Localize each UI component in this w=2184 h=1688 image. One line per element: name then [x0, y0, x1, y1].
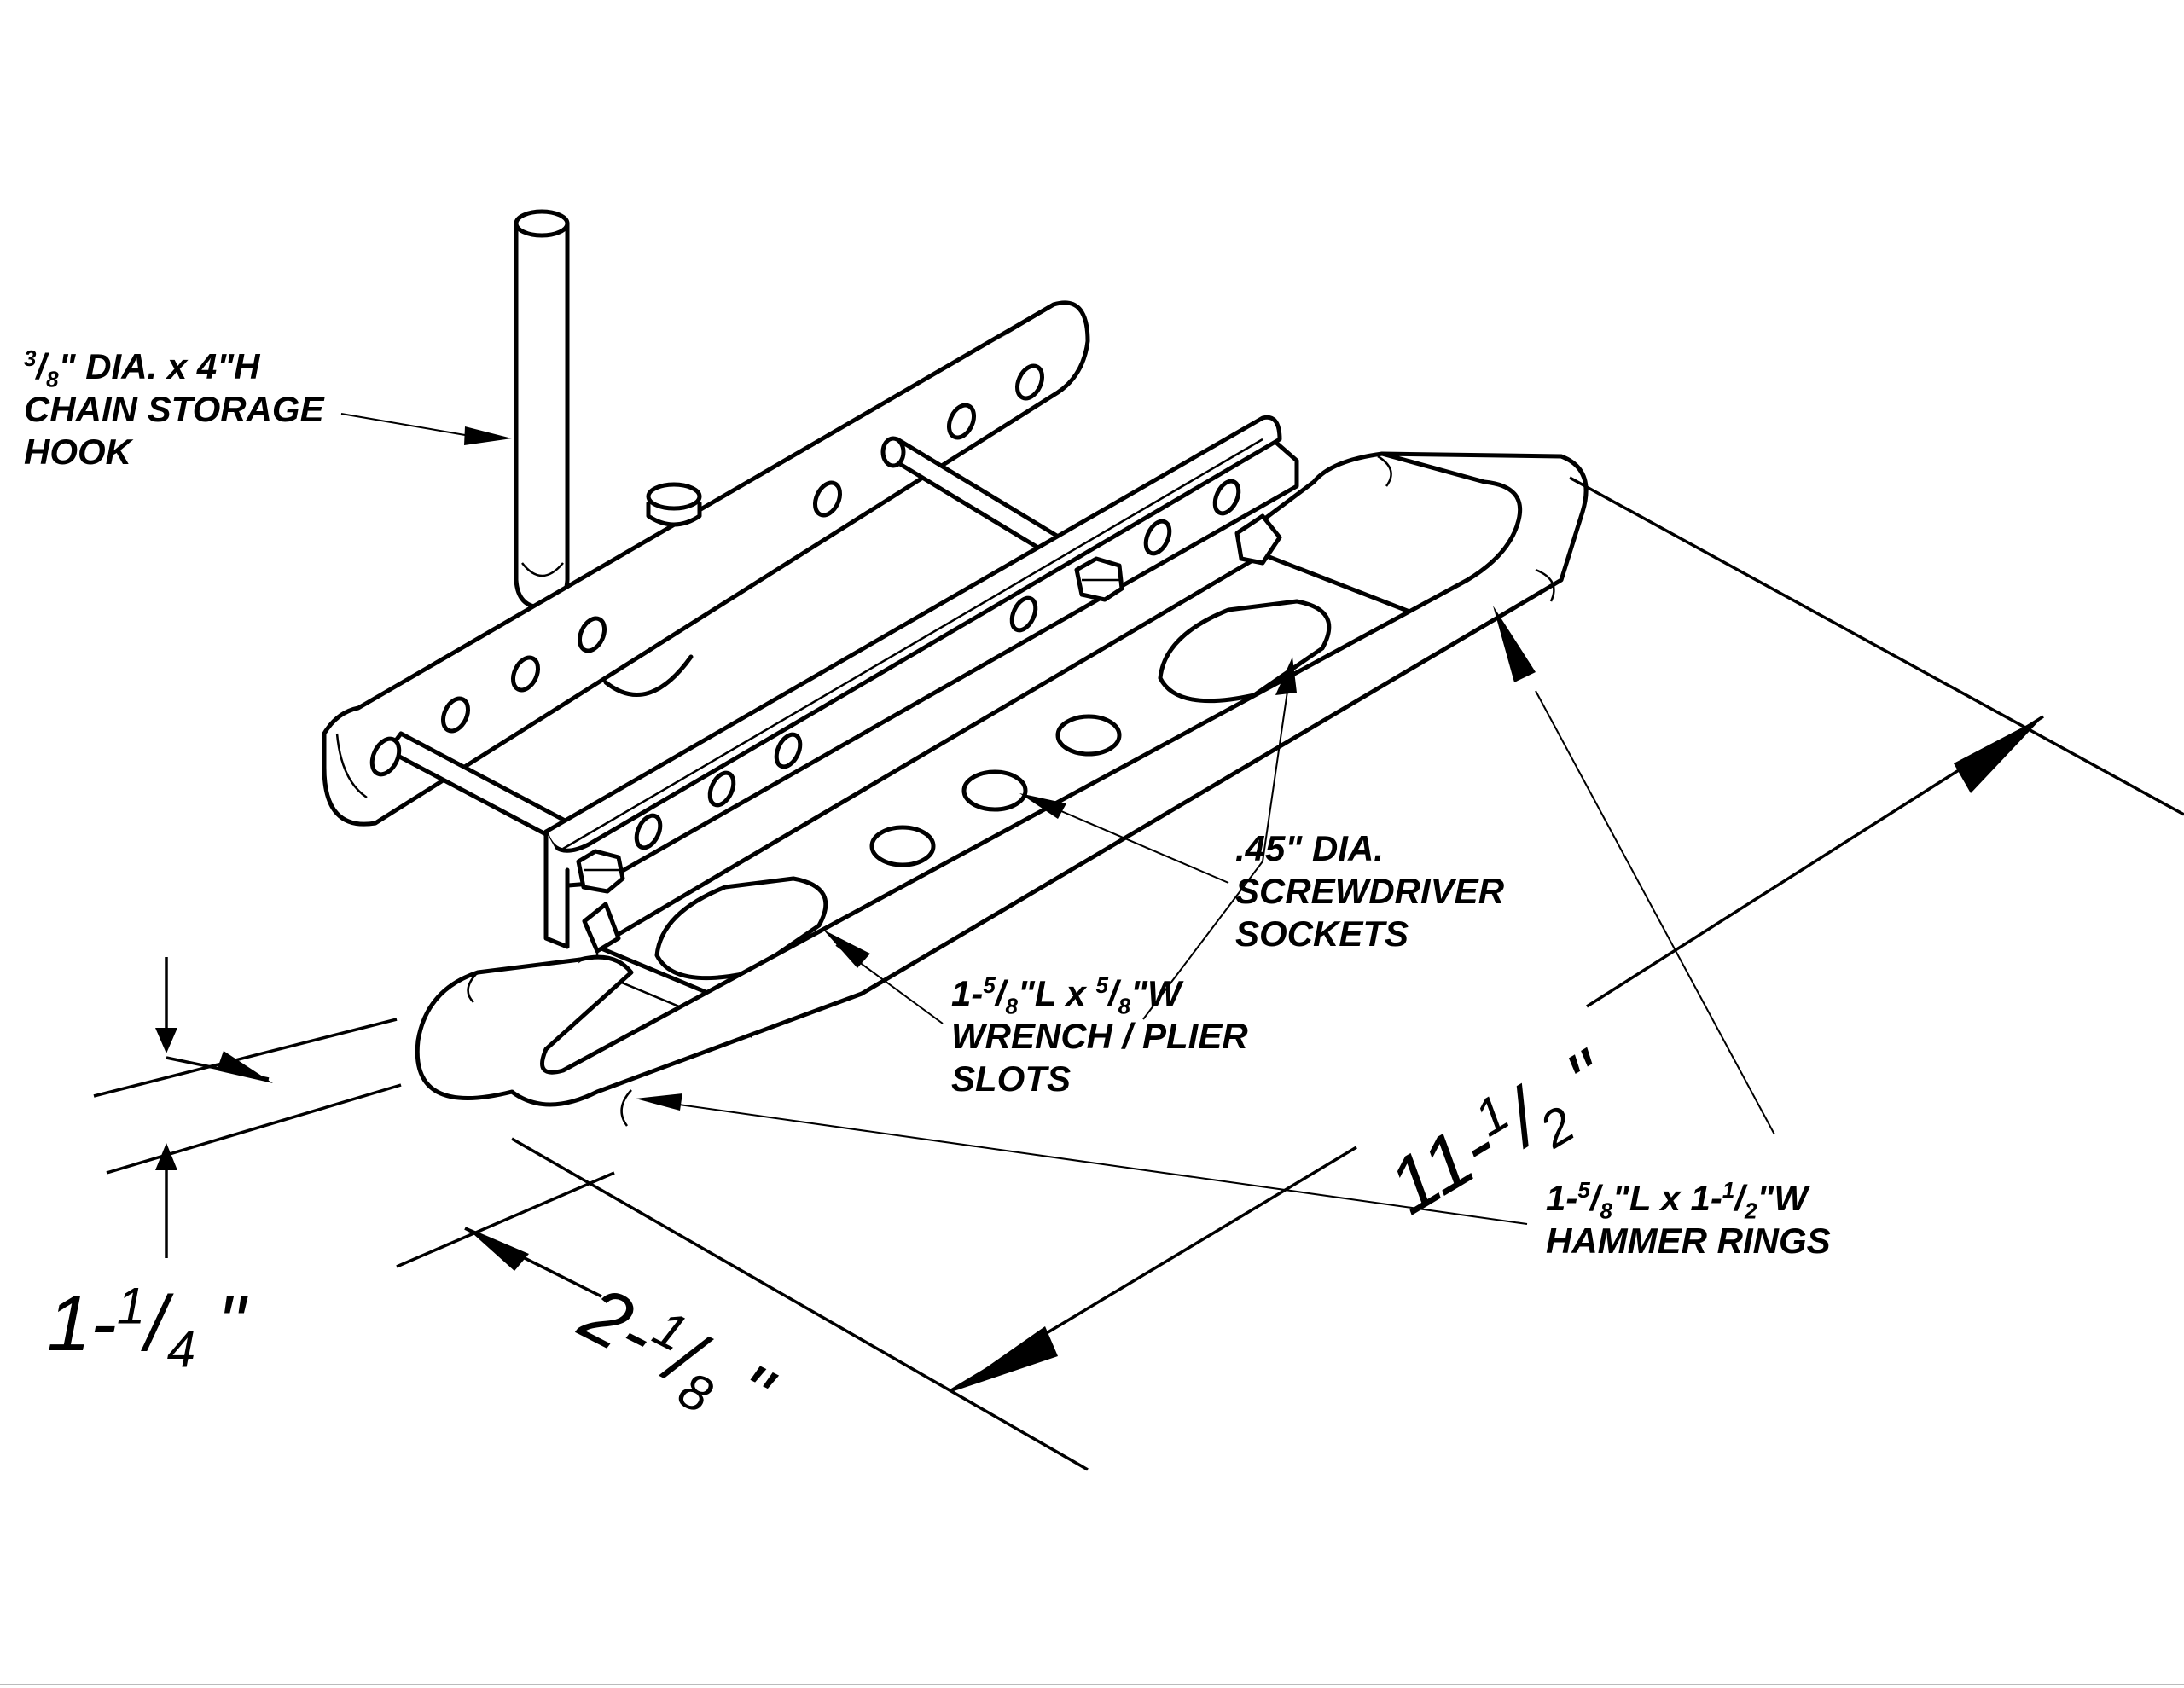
leader-arrowheads — [464, 426, 1536, 1111]
wrench-slot-label-line3: SLOTS — [951, 1059, 1072, 1099]
height-dimension-text: 1-1/4 " — [47, 1277, 246, 1378]
wrench-slot-front — [654, 876, 828, 981]
hex-bolt-front — [576, 849, 625, 894]
rear-mounting-plate — [322, 300, 1090, 827]
wrench-slot-label: 1-5/8"L x 5/8"W WRENCH / PLIER SLOTS — [951, 972, 1248, 1100]
screwdriver-label-line3: SOCKETS — [1235, 914, 1409, 954]
tool-tray — [595, 552, 1419, 1038]
chain-hook-label-line2: CHAIN STORAGE — [24, 389, 324, 429]
wrench-slot-label-line1: 1-5/8"L x 5/8"W — [951, 972, 1182, 1019]
screwdriver-label-line1: .45" DIA. — [1235, 828, 1384, 868]
hammer-ring-label-line1: 1-5/8"L x 1-1/2"W — [1546, 1177, 1808, 1224]
page-bottom-rule — [0, 1684, 2184, 1685]
chain-hook-label-line3: HOOK — [24, 432, 131, 472]
main-channel — [543, 415, 1299, 949]
hammer-ring-label: 1-5/8"L x 1-1/2"W HAMMER RINGS — [1546, 1177, 1831, 1262]
dimension-height — [93, 957, 402, 1258]
hammer-ring — [415, 451, 1589, 1127]
mount-stub — [603, 482, 702, 697]
screwdriver-socket-1 — [869, 825, 936, 867]
chain-storage-hook — [514, 209, 570, 610]
hex-bolt-rear — [1074, 556, 1124, 602]
chain-hook-label-line1: 3/8" DIA. x 4"H — [24, 345, 260, 392]
dimension-width — [396, 1137, 1089, 1471]
screwdriver-label: .45" DIA. SCREWDRIVER SOCKETS — [1235, 827, 1504, 955]
dimension-length — [950, 476, 2184, 1392]
screwdriver-socket-3 — [1055, 714, 1122, 757]
screwdriver-label-line2: SCREWDRIVER — [1235, 871, 1505, 911]
wrench-slot-rear — [1158, 599, 1332, 704]
hammer-ring-label-line2: HAMMER RINGS — [1546, 1221, 1831, 1261]
wrench-slot-label-line2: WRENCH / PLIER — [951, 1016, 1248, 1056]
screwdriver-socket-2 — [961, 769, 1028, 812]
chain-hook-label: 3/8" DIA. x 4"H CHAIN STORAGE HOOK — [24, 345, 324, 473]
leader-lines — [340, 413, 1775, 1225]
